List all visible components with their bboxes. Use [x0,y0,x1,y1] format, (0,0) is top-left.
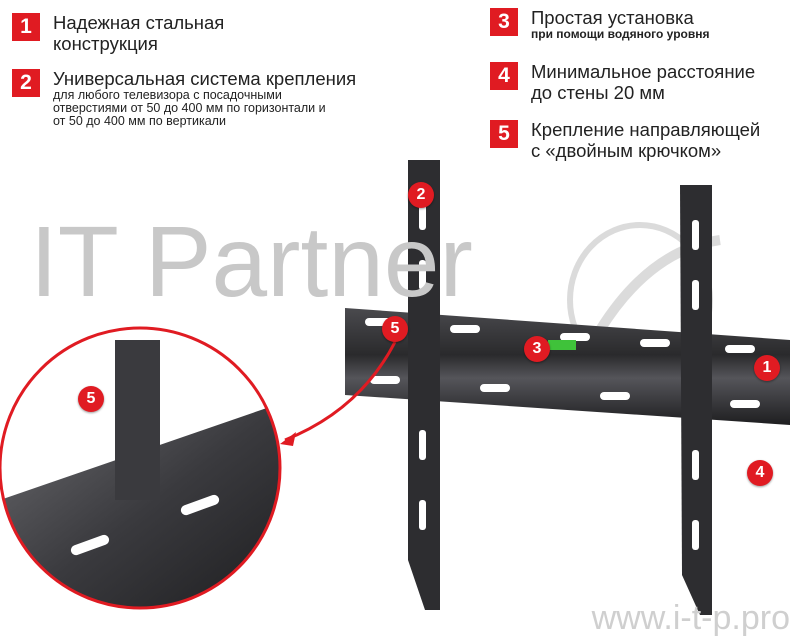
water-level [548,340,576,350]
vertical-arm-right [680,185,712,615]
horizontal-rail [345,308,790,425]
feature-number-badge: 3 [490,8,518,36]
callout-3: 3 [524,336,550,362]
vertical-arm-left [408,160,440,610]
callout-2: 2 [408,182,434,208]
callout-4: 4 [747,460,773,486]
feature-2: 2 Универсальная система крепления для лю… [12,68,356,128]
pointer-arrow [284,341,397,442]
feature-title: Минимальное расстояние [531,61,756,82]
callout-1: 1 [754,355,780,381]
feature-number-badge: 1 [12,13,40,41]
callout-5: 5 [382,316,408,342]
feature-number-badge: 5 [490,120,518,148]
feature-title: Крепление направляющей [531,119,761,140]
feature-title: Простая установка [531,7,694,28]
feature-3: 3 Простая установка при помощи водяного … [490,7,710,41]
feature-number-badge: 2 [12,69,40,97]
feature-title: до стены 20 мм [531,82,665,103]
callout-5-detail: 5 [78,386,104,412]
feature-subtitle: для любого телевизора с посадочными [53,88,282,102]
feature-title: с «двойным крючком» [531,140,722,161]
feature-subtitle: от 50 до 400 мм по вертикали [53,114,226,128]
site-url: www.i-t-p.pro [591,598,790,637]
feature-title: Надежная стальная [53,12,225,33]
detail-zoom [0,328,280,608]
watermark-text: IT Partner [30,206,473,318]
feature-title: Универсальная система крепления [53,68,357,89]
feature-number-badge: 4 [490,62,518,90]
feature-title: конструкция [53,33,158,54]
feature-subtitle: отверстиями от 50 до 400 мм по горизонта… [53,101,326,115]
feature-subtitle: при помощи водяного уровня [531,27,710,41]
